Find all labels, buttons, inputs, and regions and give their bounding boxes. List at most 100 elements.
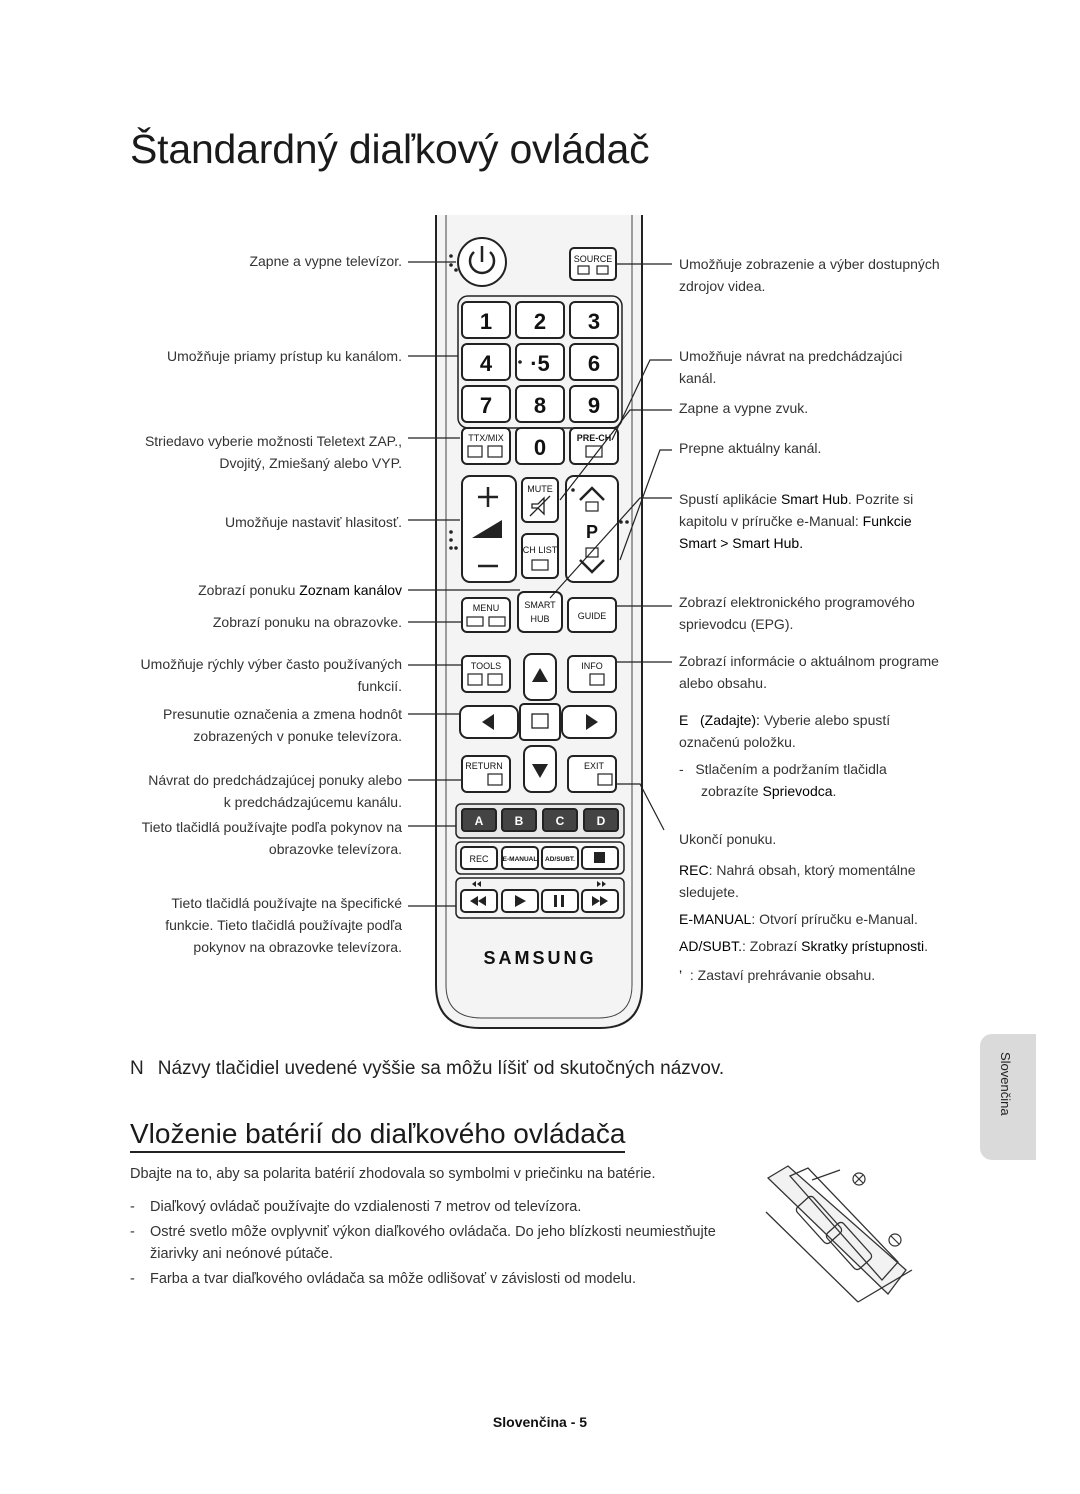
- ch-list-button: [521, 533, 559, 579]
- mute-icon: [531, 496, 545, 516]
- section-title: Vloženie batérií do diaľkového ovládača: [130, 1118, 626, 1153]
- return-icon: [487, 773, 503, 786]
- fast-forward-icon: [592, 896, 600, 906]
- plus-symbol-icon: [852, 1172, 866, 1186]
- button-d: [583, 808, 619, 832]
- skip-back-icon: [472, 881, 476, 887]
- play-icon: [515, 895, 526, 907]
- label-enter-hold: - Stlačením a podržaním tlačidla zobrazí…: [679, 761, 887, 799]
- number-pad: 1 2 3 4 ·5 6 7 8 9: [461, 301, 619, 423]
- language-tab[interactable]: Slovenčina: [980, 1034, 1036, 1160]
- note-marker: N: [130, 1058, 144, 1079]
- label-color-buttons: Tieto tlačidlá používajte podľa pokynov …: [141, 819, 402, 857]
- arrow-left-icon: [482, 714, 494, 730]
- list-item: -Ostré svetlo môže ovplyvniť výkon diaľk…: [130, 1224, 716, 1262]
- svg-text:REC: REC: [469, 854, 489, 864]
- power-icon: [468, 251, 496, 275]
- svg-text:C: C: [556, 814, 565, 828]
- svg-text:INFO: INFO: [581, 661, 603, 671]
- input-icon: [577, 265, 590, 275]
- svg-text:AD/SUBT.: AD/SUBT.: [545, 856, 575, 863]
- svg-text:D: D: [597, 814, 606, 828]
- teletext-icon: [467, 445, 483, 458]
- label-ch-list: Zobrazí ponuku Zoznam kanálov: [198, 582, 402, 598]
- digit-7: 7: [480, 393, 492, 418]
- digit-0-button: [515, 427, 565, 465]
- ad-subt-button: [541, 846, 579, 870]
- enter-icon: [531, 713, 549, 729]
- menu-button: [461, 597, 511, 633]
- pause-icon: [554, 895, 557, 907]
- digit-8: 8: [534, 393, 546, 418]
- label-exit: Ukončí ponuku.: [679, 831, 777, 847]
- button-b: [501, 808, 537, 832]
- remote-illustration: .k{fill:#fff;stroke:#222;stroke-width:2}…: [408, 215, 672, 1029]
- button-c: [542, 808, 578, 832]
- svg-text:TTX/MIX: TTX/MIX: [468, 433, 504, 443]
- digit-1: 1: [480, 309, 492, 334]
- channel-up-icon: [579, 486, 605, 501]
- label-channel: Prepne aktuálny kanál.: [679, 440, 822, 456]
- svg-text:CH LIST: CH LIST: [523, 545, 558, 555]
- stop-icon: [594, 852, 605, 863]
- digit-5: ·5: [530, 351, 550, 376]
- label-mute: Zapne a vypne zvuk.: [679, 400, 809, 416]
- page-title: Štandardný diaľkový ovládač: [130, 126, 650, 172]
- svg-text:HUB: HUB: [530, 614, 549, 624]
- list-item: -Diaľkový ovládač používajte do vzdialen…: [130, 1199, 582, 1215]
- intro-text: Dbajte na to, aby sa polarita batérií zh…: [130, 1166, 656, 1182]
- arrow-up-icon: [532, 668, 548, 682]
- svg-text:E-MANUAL: E-MANUAL: [503, 856, 538, 863]
- mute-button: [521, 477, 559, 523]
- ttx-mix-button: [461, 427, 511, 465]
- label-rec: REC: Nahrá obsah, ktorý momentálne sledu…: [679, 862, 916, 900]
- tools-icon: [467, 673, 483, 686]
- source-label: SOURCE: [574, 254, 613, 264]
- label-numbers: Umožňuje priamy prístup ku kanálom.: [167, 348, 402, 364]
- channel-p-label: P: [586, 522, 598, 542]
- svg-text:B: B: [515, 814, 524, 828]
- arrow-down-icon: [532, 764, 548, 778]
- arrow-right-icon: [586, 714, 598, 730]
- menu-icon: [466, 616, 484, 627]
- svg-text:MUTE: MUTE: [527, 484, 553, 494]
- e-manual-button: [501, 846, 539, 870]
- pause-button: [541, 889, 579, 913]
- volume-level-icon: [472, 520, 502, 538]
- svg-text:RETURN: RETURN: [465, 761, 503, 771]
- samsung-logo: SAMSUNG: [483, 948, 596, 968]
- exit-icon: [597, 773, 613, 786]
- svg-text:A: A: [475, 814, 484, 828]
- label-menu: Zobrazí ponuku na obrazovke.: [212, 614, 402, 630]
- svg-text:TOOLS: TOOLS: [471, 661, 501, 671]
- button-a: [461, 808, 497, 832]
- label-e-manual: E-MANUAL: Otvorí príručku e-Manual.: [679, 911, 918, 927]
- digit-9: 9: [588, 393, 600, 418]
- channel-rocker: [565, 475, 619, 583]
- label-smart-hub: Spustí aplikácie Smart Hub. Pozrite si k…: [679, 491, 914, 551]
- svg-text:MENU: MENU: [473, 603, 500, 613]
- svg-text:EXIT: EXIT: [584, 761, 605, 771]
- digit-6: 6: [588, 351, 600, 376]
- return-button: [461, 755, 511, 793]
- tools-button: [461, 655, 511, 693]
- label-volume: Umožňuje nastaviť hlasitosť.: [224, 514, 402, 530]
- smart-hub-button: [517, 591, 563, 633]
- rewind-icon: [470, 896, 478, 906]
- enter-button: [519, 703, 561, 741]
- svg-text:GUIDE: GUIDE: [578, 611, 607, 621]
- minus-symbol-icon: [888, 1233, 902, 1247]
- svg-text:SMART: SMART: [524, 600, 556, 610]
- source-button: [569, 247, 617, 281]
- digit-4: 4: [480, 351, 493, 376]
- skip-forward-icon: [597, 881, 601, 887]
- rec-button: [460, 846, 498, 870]
- label-enter: E (Zadajte): Vyberie alebo spustí označe…: [679, 712, 891, 750]
